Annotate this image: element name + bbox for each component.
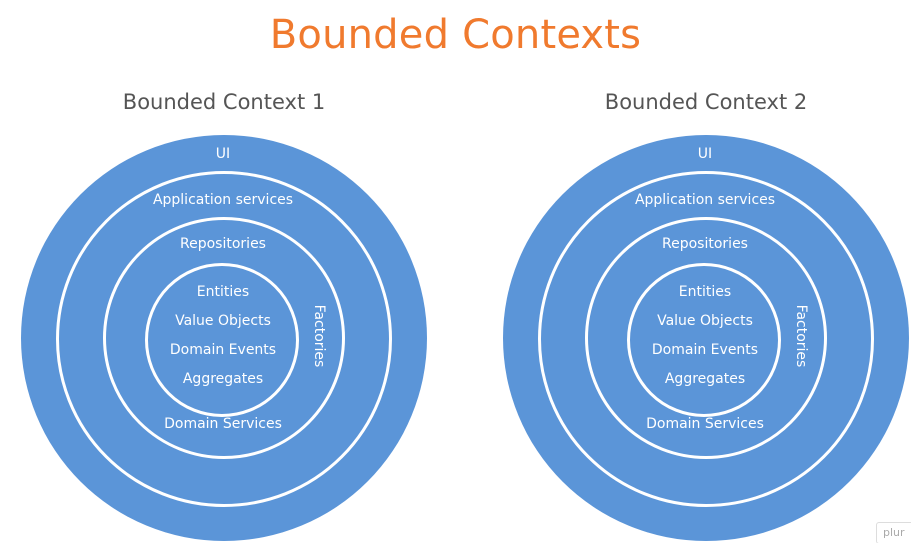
- application-services-ring: [538, 171, 874, 507]
- domain-services-label: Domain Services: [646, 416, 764, 432]
- context-1-diagram: UI Application services Repositories Ent…: [21, 135, 427, 541]
- application-services-label: Application services: [152, 192, 294, 208]
- watermark-badge: plur: [876, 522, 911, 543]
- context-1-title: Bounded Context 1: [122, 90, 326, 114]
- slide-title: Bounded Contexts: [269, 12, 642, 58]
- factories-label: Factories: [793, 304, 809, 368]
- domain-events-label: Domain Events: [169, 342, 277, 358]
- ui-label: UI: [697, 146, 713, 162]
- context-2-title: Bounded Context 2: [604, 90, 808, 114]
- repositories-ring: [103, 217, 345, 459]
- aggregates-label: Aggregates: [182, 371, 264, 387]
- value-objects-label: Value Objects: [657, 313, 753, 329]
- domain-services-label: Domain Services: [164, 416, 282, 432]
- context-2-diagram: UI Application services Repositories Ent…: [503, 135, 909, 541]
- value-objects-label: Value Objects: [175, 313, 271, 329]
- domain-core-ring: [627, 263, 781, 417]
- ui-label: UI: [215, 146, 231, 162]
- repositories-label: Repositories: [662, 236, 748, 252]
- domain-events-label: Domain Events: [651, 342, 759, 358]
- repositories-ring: [585, 217, 827, 459]
- aggregates-label: Aggregates: [664, 371, 746, 387]
- entities-label: Entities: [678, 284, 732, 300]
- repositories-label: Repositories: [180, 236, 266, 252]
- application-services-ring: [56, 171, 392, 507]
- factories-label: Factories: [311, 304, 327, 368]
- entities-label: Entities: [196, 284, 250, 300]
- application-services-label: Application services: [634, 192, 776, 208]
- domain-core-ring: [145, 263, 299, 417]
